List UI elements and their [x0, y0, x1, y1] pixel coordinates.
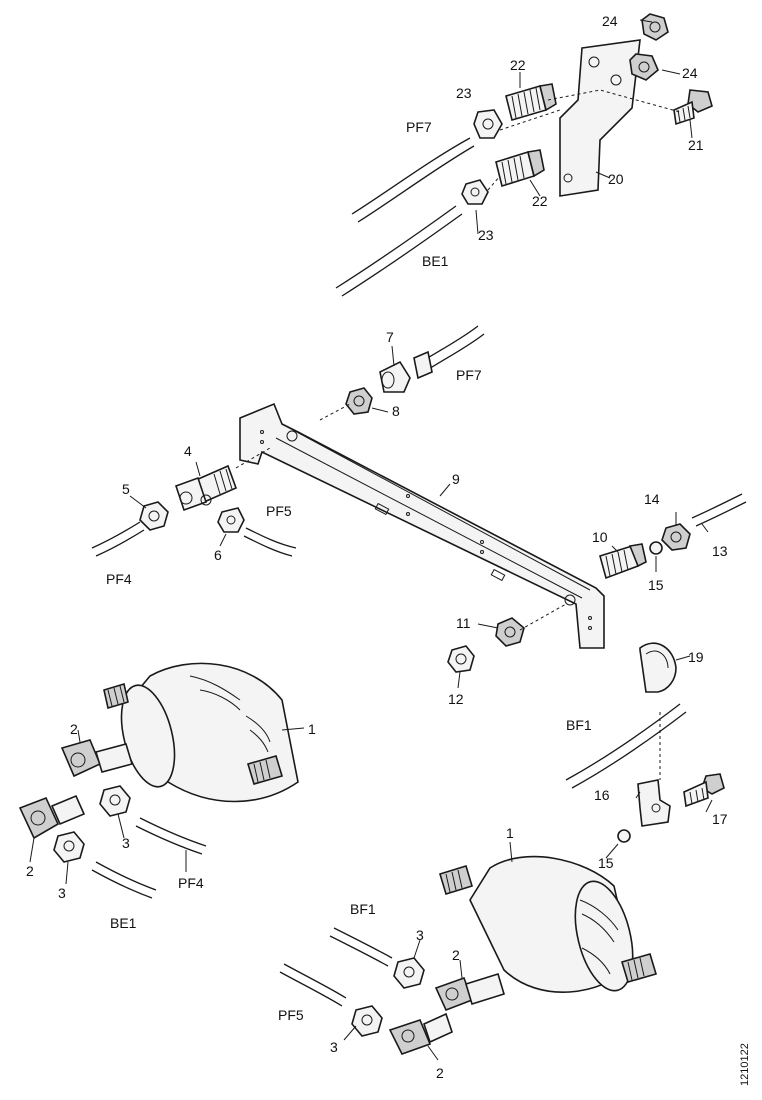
- label-4: 4: [184, 443, 192, 459]
- label-14: 14: [644, 491, 660, 507]
- label-pf7-top: PF7: [406, 119, 432, 135]
- label-22b: 22: [532, 193, 548, 209]
- label-3d: 3: [330, 1039, 338, 1055]
- label-24a: 24: [602, 13, 618, 29]
- label-be1-top: BE1: [422, 253, 449, 269]
- label-10: 10: [592, 529, 608, 545]
- union-fitting-icon: [388, 1012, 453, 1055]
- label-pf4-lower: PF4: [178, 875, 204, 891]
- air-tank-icon: [120, 662, 299, 803]
- pipe-13: [691, 493, 743, 519]
- label-7: 7: [386, 329, 394, 345]
- label-1b: 1: [506, 825, 514, 841]
- washer-15: [649, 541, 663, 555]
- pipe-pf7: [351, 137, 471, 215]
- hex-nut-icon: [473, 109, 503, 139]
- pipe-bf1: [565, 703, 681, 781]
- label-pf5: PF5: [266, 503, 292, 519]
- pipe-pf4: [91, 521, 141, 549]
- label-9: 9: [452, 471, 460, 487]
- label-bf1: BF1: [566, 717, 592, 733]
- hex-nut-icon: [53, 831, 85, 863]
- union-fitting-icon: [434, 972, 505, 1012]
- pipe-pf4-lower: [139, 817, 207, 847]
- label-23a: 23: [456, 85, 472, 101]
- label-3a: 3: [122, 835, 130, 851]
- label-be1-lower: BE1: [110, 915, 137, 931]
- pipe-pf5-lower: [283, 963, 347, 999]
- top-bracket-assembly: [335, 13, 713, 297]
- label-3c: 3: [416, 927, 424, 943]
- hex-nut-icon: [217, 507, 245, 533]
- label-22a: 22: [510, 57, 526, 73]
- union-fitting-icon: [495, 149, 545, 188]
- label-6: 6: [214, 547, 222, 563]
- pipe-pf5: [245, 527, 297, 549]
- label-bf1-lower: BF1: [350, 901, 376, 917]
- union-fitting-icon: [599, 543, 647, 580]
- pipe-be1-lower: [95, 861, 157, 891]
- pipe-be1: [335, 205, 457, 289]
- bracket-icon: [637, 779, 671, 827]
- label-2d: 2: [436, 1065, 444, 1081]
- union-fitting-icon: [174, 464, 238, 512]
- label-pf5-lower: PF5: [278, 1007, 304, 1023]
- hex-nut-icon: [447, 645, 475, 673]
- label-1a: 1: [308, 721, 316, 737]
- label-21: 21: [688, 137, 704, 153]
- hex-nut-icon: [495, 617, 525, 647]
- hex-nut-icon: [393, 957, 425, 989]
- hex-nut-icon: [99, 785, 131, 817]
- cable-clip-icon: [639, 642, 677, 693]
- label-8: 8: [392, 403, 400, 419]
- label-19: 19: [688, 649, 704, 665]
- hex-nut-icon: [641, 13, 669, 41]
- label-3b: 3: [58, 885, 66, 901]
- pipe-bf1-lower: [333, 927, 393, 959]
- label-2a: 2: [70, 721, 78, 737]
- drawing-reference: 1210122: [739, 1043, 751, 1086]
- bolt-icon: [683, 773, 725, 808]
- label-13: 13: [712, 543, 728, 559]
- label-11: 11: [456, 615, 471, 631]
- union-fitting-icon: [18, 794, 86, 840]
- hex-nut-icon: [629, 53, 659, 81]
- label-20: 20: [608, 171, 624, 187]
- callout-labels: 24 24 22 23 PF7 21 20 22 23 BE1 7 PF7 8 …: [26, 13, 751, 1086]
- label-2b: 2: [26, 863, 34, 879]
- label-24b: 24: [682, 65, 698, 81]
- hex-nut-icon: [345, 387, 373, 415]
- label-2c: 2: [452, 947, 460, 963]
- air-tank-icon: [469, 855, 634, 994]
- label-15a: 15: [648, 577, 664, 593]
- label-23b: 23: [478, 227, 494, 243]
- hex-nut-icon: [461, 179, 489, 205]
- union-fitting-icon: [379, 360, 411, 393]
- cross-member-assembly: [91, 325, 747, 689]
- label-17: 17: [712, 811, 728, 827]
- label-12: 12: [448, 691, 464, 707]
- air-tank-left-assembly: [18, 662, 305, 899]
- label-pf4: PF4: [106, 571, 132, 587]
- union-fitting-icon: [505, 83, 557, 122]
- union-fitting-icon: [60, 739, 134, 778]
- hex-nut-icon: [661, 523, 691, 551]
- bracket-20: [559, 39, 641, 197]
- hex-nut-icon: [139, 501, 169, 531]
- label-16: 16: [594, 787, 610, 803]
- bolt-icon: [673, 89, 713, 126]
- label-pf7-mid: PF7: [456, 367, 482, 383]
- air-tank-right-assembly: [279, 642, 725, 1061]
- hex-nut-icon: [351, 1005, 383, 1037]
- label-5: 5: [122, 481, 130, 497]
- label-15b: 15: [598, 855, 614, 871]
- washer-18: [617, 829, 631, 843]
